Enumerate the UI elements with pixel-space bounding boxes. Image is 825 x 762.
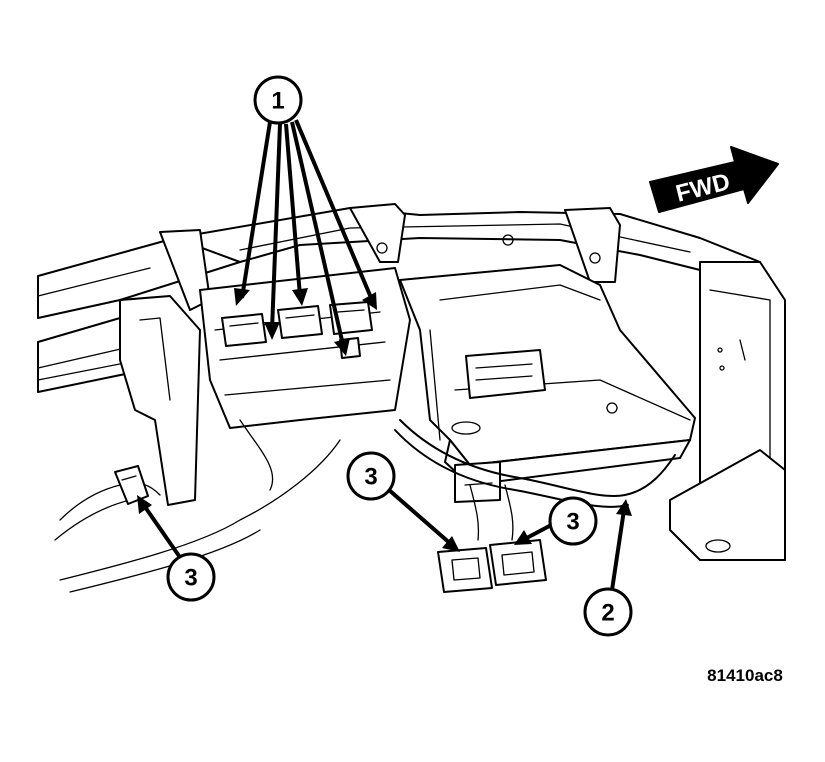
mounting-tray [399, 264, 696, 503]
callout-3-right-label: 3 [566, 509, 579, 536]
harness-connectors [114, 465, 547, 593]
callout-3-left-label: 3 [184, 565, 197, 592]
callout-3-left: 3 [166, 552, 216, 602]
callout-1-label: 1 [271, 88, 284, 115]
figure-id: 81410ac8 [707, 666, 783, 685]
callout-2-label: 2 [601, 600, 614, 627]
callout-3-center-label: 3 [364, 464, 377, 491]
frame-pillar-right [669, 261, 786, 561]
leader-lines [137, 119, 632, 591]
forward-direction-arrow: FWD [649, 146, 779, 213]
callout-3-right: 3 [548, 496, 598, 546]
relay-bracket [119, 229, 411, 506]
callout-1: 1 [253, 75, 303, 125]
cowl-beam [174, 203, 761, 291]
callout-2: 2 [583, 587, 633, 637]
callout-3-center: 3 [346, 451, 396, 501]
